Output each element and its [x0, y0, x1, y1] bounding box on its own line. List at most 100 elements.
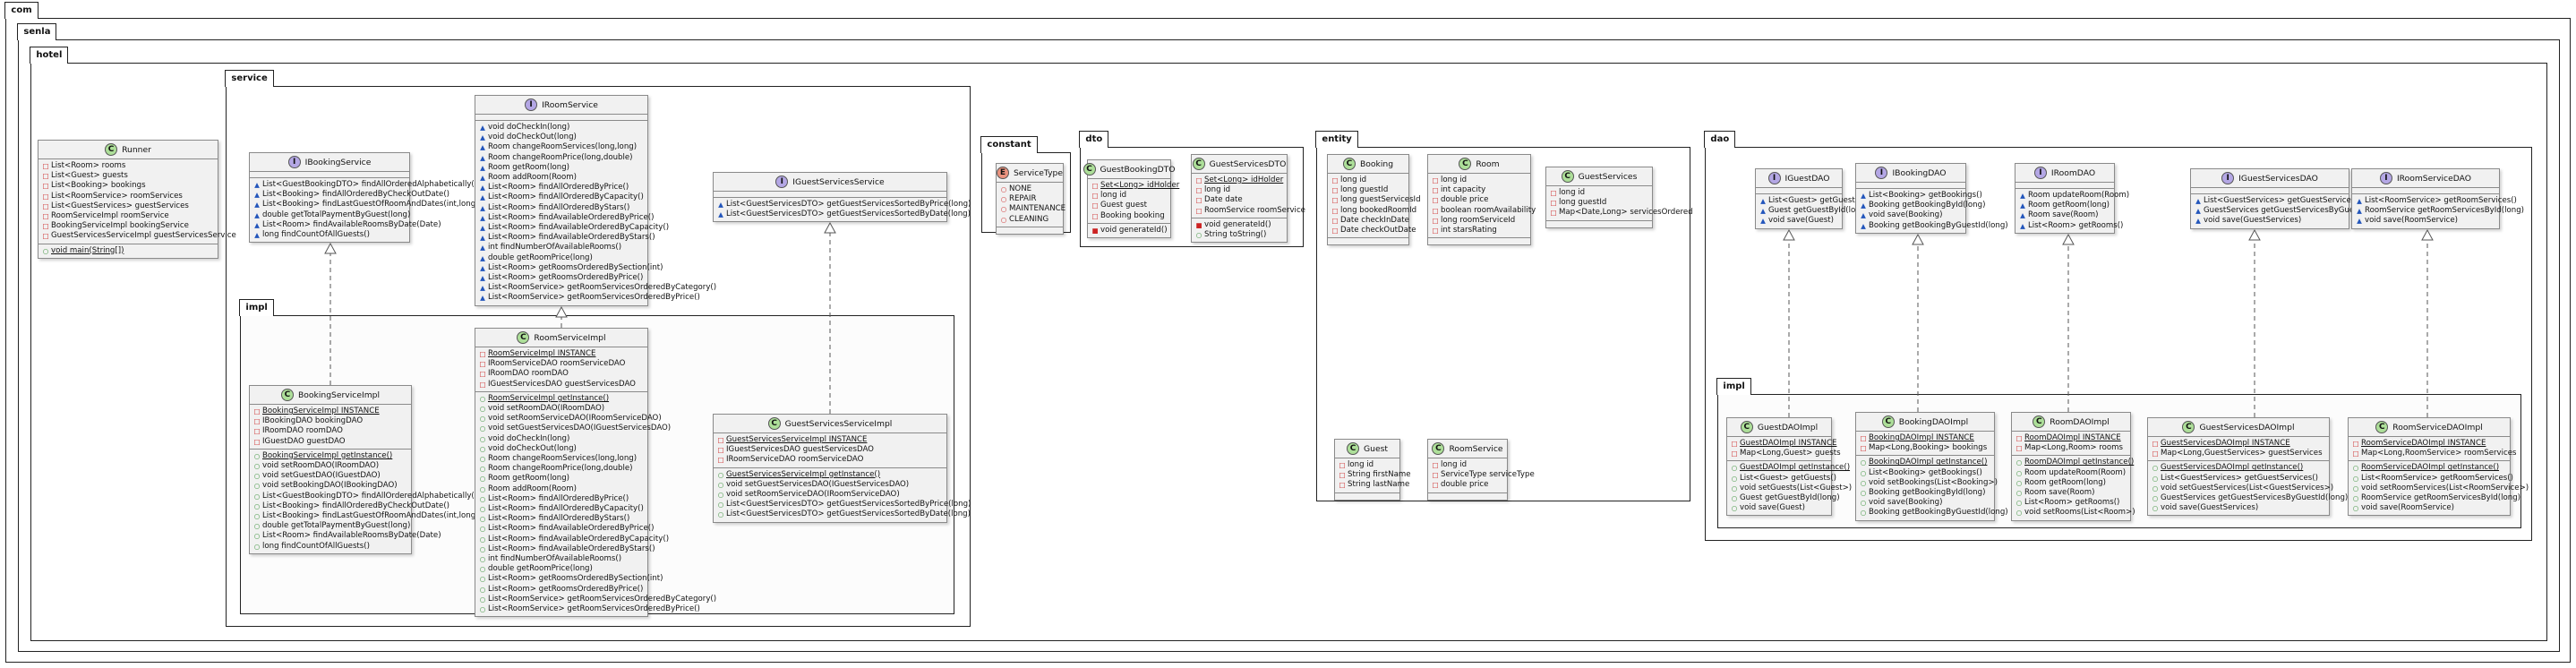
field-text: long bookedRoomId — [1340, 205, 1417, 215]
field-text: List<Booking> bookings — [51, 181, 146, 191]
class-name: GuestServicesDTO — [1209, 158, 1287, 169]
method-text: void save(GuestServices) — [2204, 216, 2302, 226]
visibility-icon: □ — [1331, 176, 1339, 184]
field-row: □List<GuestServices> guestServices — [42, 201, 214, 211]
field-row: □IGuestServicesDAO guestServicesDAO — [479, 380, 644, 390]
visibility-icon: ○ — [253, 482, 261, 491]
method-row: ▲void save(Guest) — [1759, 216, 1838, 226]
field-row: □Guest guest — [1091, 201, 1167, 210]
field-row: □GuestServicesServiceImpl INSTANCE — [717, 435, 943, 445]
field-text: Date checkOutDate — [1340, 226, 1416, 236]
visibility-icon: ▲ — [1760, 207, 1766, 216]
method-row: ○Guest getGuestById(long) — [1731, 493, 1840, 503]
method-text: List<Room> getRooms() — [2024, 498, 2120, 508]
field-text: GuestServicesServiceImpl guestServicesSe… — [51, 231, 236, 241]
visibility-icon: ▲ — [254, 201, 260, 210]
field-row: ○MAINTENANCE — [1000, 204, 1065, 214]
field-text: CLEANING — [1009, 214, 1049, 224]
class-name: BookingServiceImpl — [297, 390, 381, 400]
visibility-icon: ○ — [479, 434, 486, 443]
visibility-icon: ▲ — [254, 231, 260, 240]
method-text: void setGuestServicesDAO(IGuestServicesD… — [726, 479, 910, 489]
method-text: List<Booking> findAllOrderedByCheckOutDa… — [262, 190, 450, 200]
method-text: List<Room> findAvailableOrderedByCapacit… — [488, 223, 670, 233]
field-text: Guest guest — [1100, 201, 1148, 210]
field-row: □IBookingDAO bookingDAO — [253, 416, 407, 426]
field-text: IBookingDAO bookingDAO — [262, 416, 364, 426]
method-row: ▲List<GuestBookingDTO> findAllOrderedAlp… — [253, 180, 477, 190]
method-text: double getTotalPaymentByGuest(long) — [262, 210, 411, 219]
class-icon: C — [1561, 170, 1574, 183]
visibility-icon: ○ — [717, 501, 724, 510]
field-row: □Date checkOutDate — [1331, 226, 1416, 236]
field-text: IRoomServiceDAO roomServiceDAO — [726, 455, 864, 465]
field-text: BookingDAOImpl INSTANCE — [1869, 433, 1974, 442]
fields-section — [250, 172, 409, 178]
visibility-icon: ○ — [1731, 474, 1738, 483]
field-text: Map<Long,Booking> bookings — [1869, 443, 1988, 453]
field-row: □double price — [1432, 480, 1503, 490]
visibility-icon: □ — [2352, 450, 2359, 458]
visibility-icon: ○ — [2352, 504, 2359, 513]
methods-section: ▲List<GuestServices> getGuestServices()▲… — [2191, 194, 2391, 228]
visibility-icon: ○ — [253, 542, 261, 551]
visibility-icon: ○ — [253, 532, 261, 541]
visibility-icon: □ — [1731, 440, 1738, 448]
visibility-icon: ○ — [479, 515, 486, 524]
method-text: List<GuestServicesDTO> getGuestServicesS… — [726, 500, 971, 510]
visibility-icon: □ — [2152, 440, 2159, 448]
method-text: List<Booking> findLastGuestOfRoomAndDate… — [262, 200, 479, 210]
method-row: ○Room getRoom(long) — [2015, 478, 2127, 488]
method-row: ▲Room save(Room) — [2019, 210, 2110, 220]
class-name: IGuestDAO — [1784, 173, 1830, 184]
method-row: ▲List<Room> findAllOrderedByStars() — [479, 203, 644, 213]
visibility-icon: ○ — [479, 494, 486, 503]
field-text: List<GuestServices> guestServices — [51, 201, 189, 210]
method-text: void save(GuestServices) — [2161, 503, 2259, 513]
field-text: long guestId — [1559, 198, 1607, 208]
class-icon: C — [1432, 442, 1445, 455]
method-row: ▲List<Booking> findAllOrderedByCheckOutD… — [253, 190, 449, 200]
class-icon: C — [767, 417, 781, 430]
method-row: ○RoomService getRoomServicesById(long) — [2352, 493, 2520, 503]
visibility-icon: ○ — [717, 491, 724, 500]
visibility-icon: ○ — [479, 415, 486, 424]
field-row: □IGuestDAO guestDAO — [253, 437, 407, 447]
method-text: void save(RoomService) — [2361, 503, 2454, 513]
method-text: Room save(Room) — [2028, 210, 2099, 220]
method-row: ▲long findCountOfAllGuests() — [253, 230, 406, 240]
methods-section: ○void main(String[]) — [39, 244, 218, 258]
methods-section — [1428, 493, 1507, 500]
method-row: ○void setGuestServicesDAO(IGuestServices… — [717, 480, 943, 490]
method-text: List<Booking> findLastGuestOfRoomAndDate… — [262, 511, 479, 521]
class-name: IGuestServicesService — [792, 176, 885, 187]
class-icon: C — [1083, 163, 1096, 176]
method-text: void setRoomServiceDAO(IRoomServiceDAO) — [726, 490, 900, 500]
fields-section: □GuestServicesServiceImpl INSTANCE□IGues… — [714, 433, 946, 468]
method-row: ○void setRoomServiceDAO(IRoomServiceDAO) — [479, 414, 662, 424]
methods-section: ■void generateId() — [1088, 224, 1170, 237]
visibility-icon: ▲ — [718, 201, 723, 209]
method-row: ○GuestServices getGuestServicesByGuestId… — [2152, 493, 2349, 503]
field-text: long id — [1441, 176, 1468, 184]
method-row: ○void setRoomDAO(IRoomDAO) — [479, 404, 644, 414]
method-row: ○List<Room> findAllOrderedByPrice() — [479, 494, 644, 504]
methods-section: ○RoomServiceImpl getInstance()○void setR… — [475, 392, 716, 616]
method-row: ○List<GuestServicesDTO> getGuestServices… — [717, 510, 971, 519]
methods-section: ○BookingDAOImpl getInstance()○List<Booki… — [1856, 456, 2008, 519]
method-text: List<Room> findAvailableOrderedByCapacit… — [488, 534, 670, 544]
class-icon: C — [2182, 421, 2195, 433]
method-text: void generateId() — [1100, 225, 1168, 235]
visibility-icon: ▲ — [2020, 201, 2025, 210]
package-label: com — [4, 2, 39, 19]
field-row: □RoomService roomService — [1195, 206, 1305, 216]
visibility-icon: □ — [1091, 182, 1099, 190]
